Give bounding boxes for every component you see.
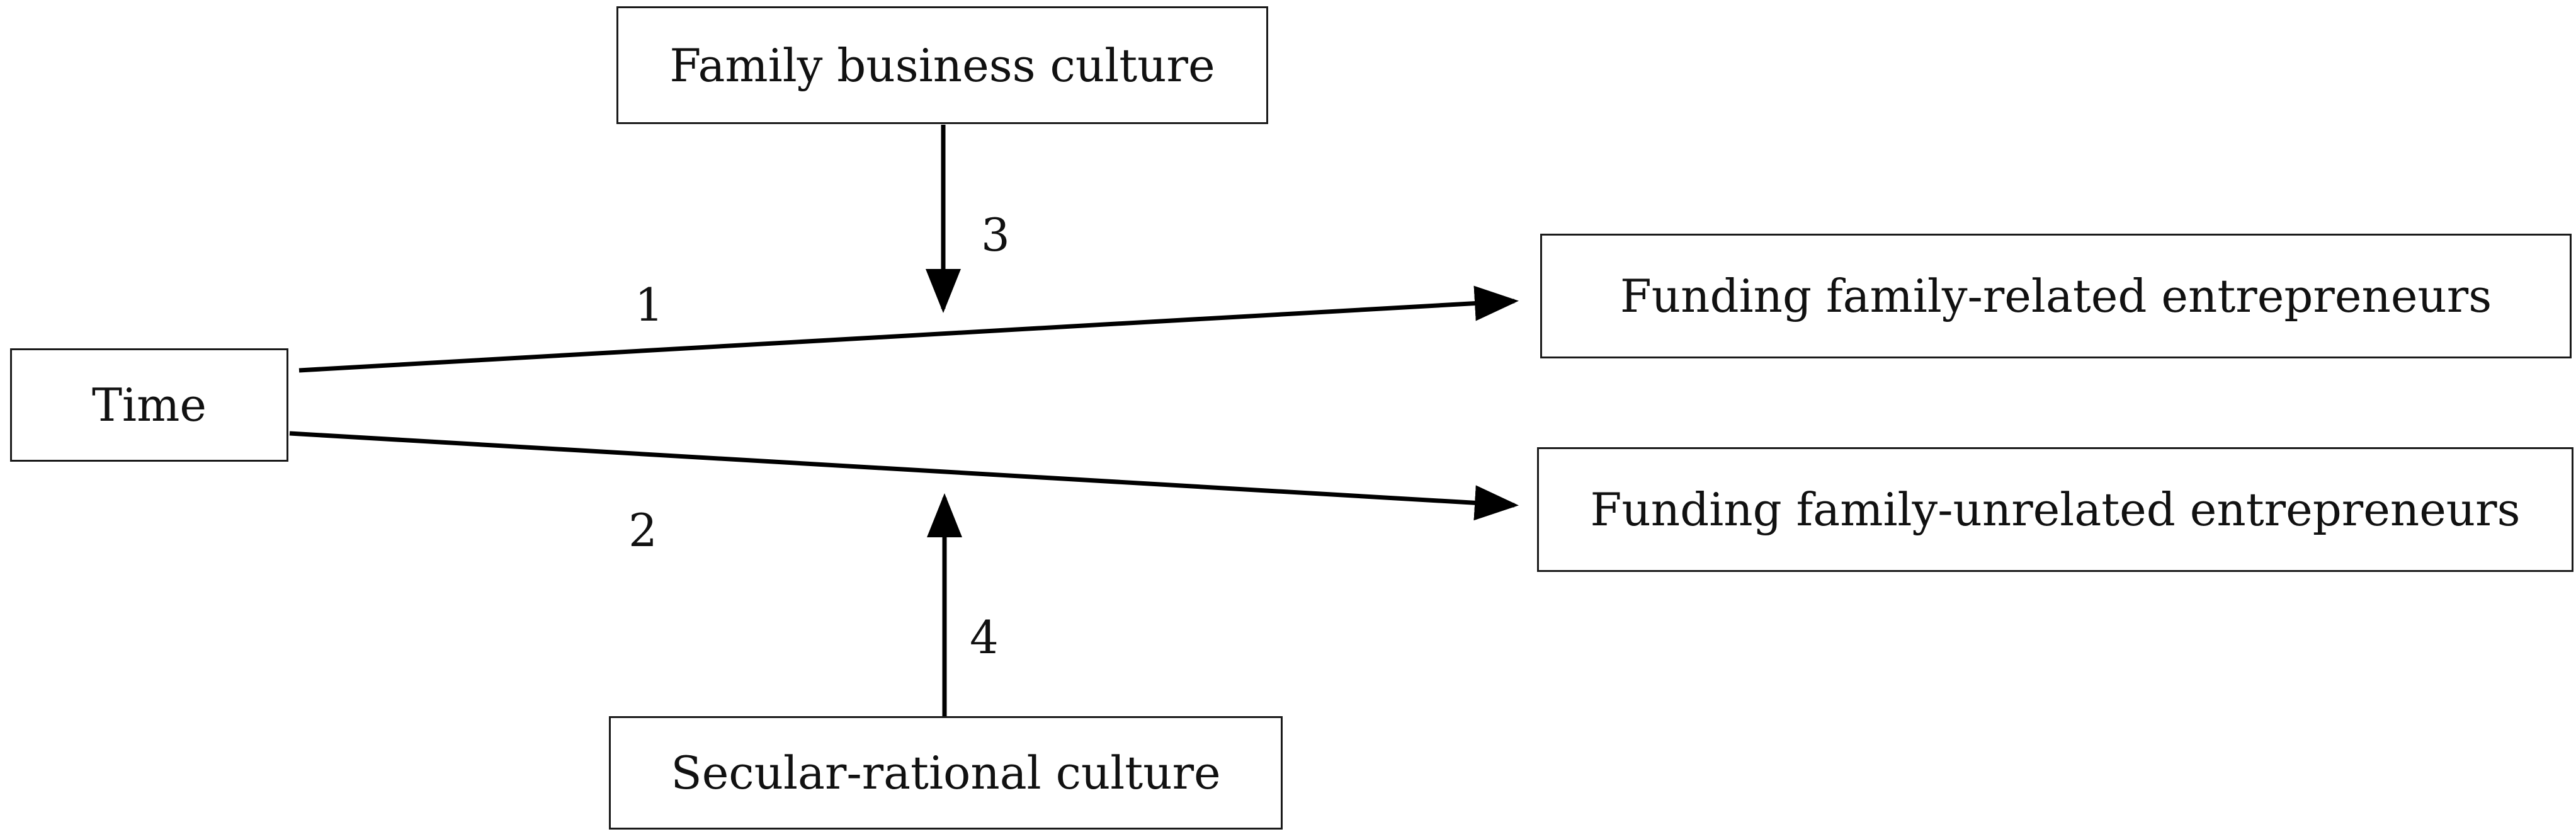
arrow-path-2: [289, 431, 1519, 521]
box-secular-rational-culture: Secular-rational culture: [609, 716, 1283, 830]
arrow-path-1: [298, 285, 1519, 373]
label-funding-family-related: Funding family-related entrepreneurs: [1620, 270, 2492, 322]
path-label-1: 1: [635, 278, 664, 331]
box-funding-family-unrelated-entrepreneurs: Funding family-unrelated entrepreneurs: [1537, 447, 2573, 572]
label-secular-rational-culture: Secular-rational culture: [671, 746, 1221, 799]
box-family-business-culture: Family business culture: [616, 6, 1268, 124]
box-time: Time: [10, 348, 288, 462]
path-label-2: 2: [628, 504, 657, 557]
box-funding-family-related-entrepreneurs: Funding family-related entrepreneurs: [1540, 234, 2572, 358]
label-family-business-culture: Family business culture: [669, 38, 1215, 92]
path-label-3: 3: [981, 208, 1010, 261]
label-time: Time: [92, 379, 207, 431]
label-funding-family-unrelated: Funding family-unrelated entrepreneurs: [1590, 483, 2521, 536]
path-label-4: 4: [970, 611, 999, 664]
